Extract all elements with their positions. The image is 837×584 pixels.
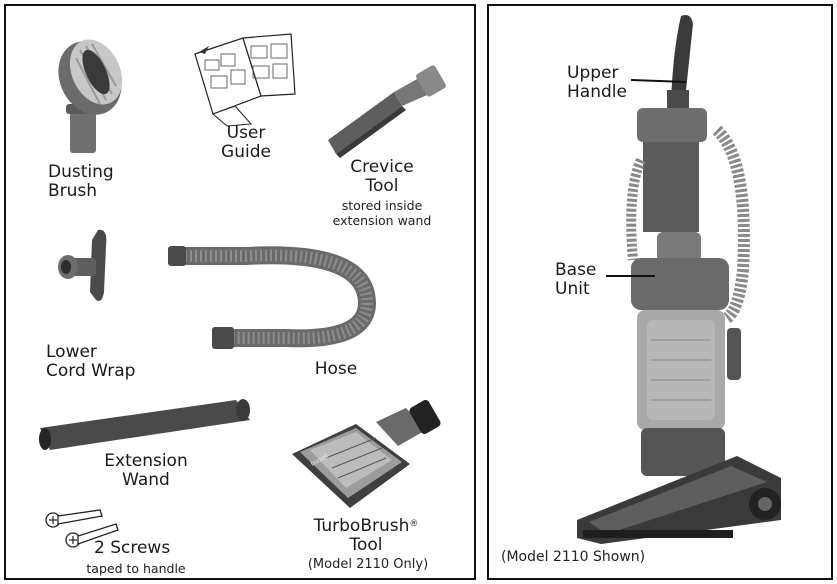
cord-wrap-illustration — [58, 229, 107, 301]
cord-wrap-label-line2: Cord Wrap — [46, 361, 136, 381]
screws-label-text: 2 Screws — [94, 538, 171, 558]
user-guide-illustration — [194, 33, 296, 127]
crevice-tool-illustration — [328, 65, 446, 158]
screws-note-text: taped to handle — [86, 561, 186, 576]
base-unit-label: Base Unit — [555, 261, 596, 299]
callout-lines — [606, 79, 687, 277]
crevice-tool-label-line2: Tool — [365, 176, 399, 196]
crevice-tool-label-line1: Crevice — [350, 157, 414, 177]
base-unit-label-line2: Unit — [555, 279, 590, 299]
hose-illustration — [168, 246, 376, 349]
turbobrush-note: (Model 2110 Only) — [306, 557, 430, 572]
extension-wand-label: Extension Wand — [101, 452, 191, 490]
extension-wand-label-line2: Wand — [122, 470, 170, 490]
screws-illustration — [45, 509, 119, 548]
upper-handle-label-line2: Handle — [567, 82, 627, 102]
upper-handle-label-line1: Upper — [567, 63, 619, 83]
crevice-tool-note-line2: extension wand — [332, 213, 432, 228]
turbobrush-label-line1: TurboBrush® — [306, 517, 426, 536]
cord-wrap-label-line1: Lower — [46, 342, 97, 362]
registered-mark: ® — [409, 519, 419, 529]
accessories-panel: Dusting Brush User Guide Crevice Tool st… — [4, 4, 476, 580]
turbobrush-label-name: TurboBrush — [313, 516, 410, 536]
screws-label: 2 Screws — [94, 539, 170, 558]
crevice-tool-note: stored inside extension wand — [322, 198, 442, 228]
cord-wrap-label: Lower Cord Wrap — [46, 343, 135, 381]
turbobrush-note-text: (Model 2110 Only) — [307, 557, 429, 572]
user-guide-label-line2: Guide — [221, 142, 271, 162]
dusting-brush-label: Dusting Brush — [48, 163, 114, 201]
user-guide-label-line1: User — [226, 123, 266, 143]
crevice-tool-note-line1: stored inside — [341, 198, 423, 213]
dusting-brush-label-line1: Dusting — [48, 162, 114, 182]
crevice-tool-label: Crevice Tool — [347, 158, 417, 196]
dusting-brush-label-line2: Brush — [48, 181, 98, 201]
vacuum-caption-text: (Model 2110 Shown) — [501, 549, 646, 565]
user-guide-label: User Guide — [211, 124, 281, 162]
hose-label-text: Hose — [314, 359, 358, 379]
turbobrush-label-line2: Tool — [349, 535, 383, 555]
dusting-brush-illustration — [58, 39, 123, 153]
screws-note: taped to handle — [78, 561, 194, 576]
hose-label: Hose — [306, 360, 366, 379]
base-unit-label-line1: Base — [555, 260, 597, 280]
vacuum-illustration — [577, 15, 781, 544]
upper-handle-label: Upper Handle — [567, 64, 627, 102]
turbobrush-illustration: bissell — [292, 399, 441, 508]
vacuum-caption: (Model 2110 Shown) — [501, 550, 645, 565]
turbobrush-label: TurboBrush® Tool — [306, 517, 426, 555]
extension-wand-illustration — [39, 399, 250, 450]
vacuum-panel: Upper Handle Base Unit (Model 2110 Shown… — [487, 4, 833, 580]
extension-wand-label-line1: Extension — [104, 451, 188, 471]
